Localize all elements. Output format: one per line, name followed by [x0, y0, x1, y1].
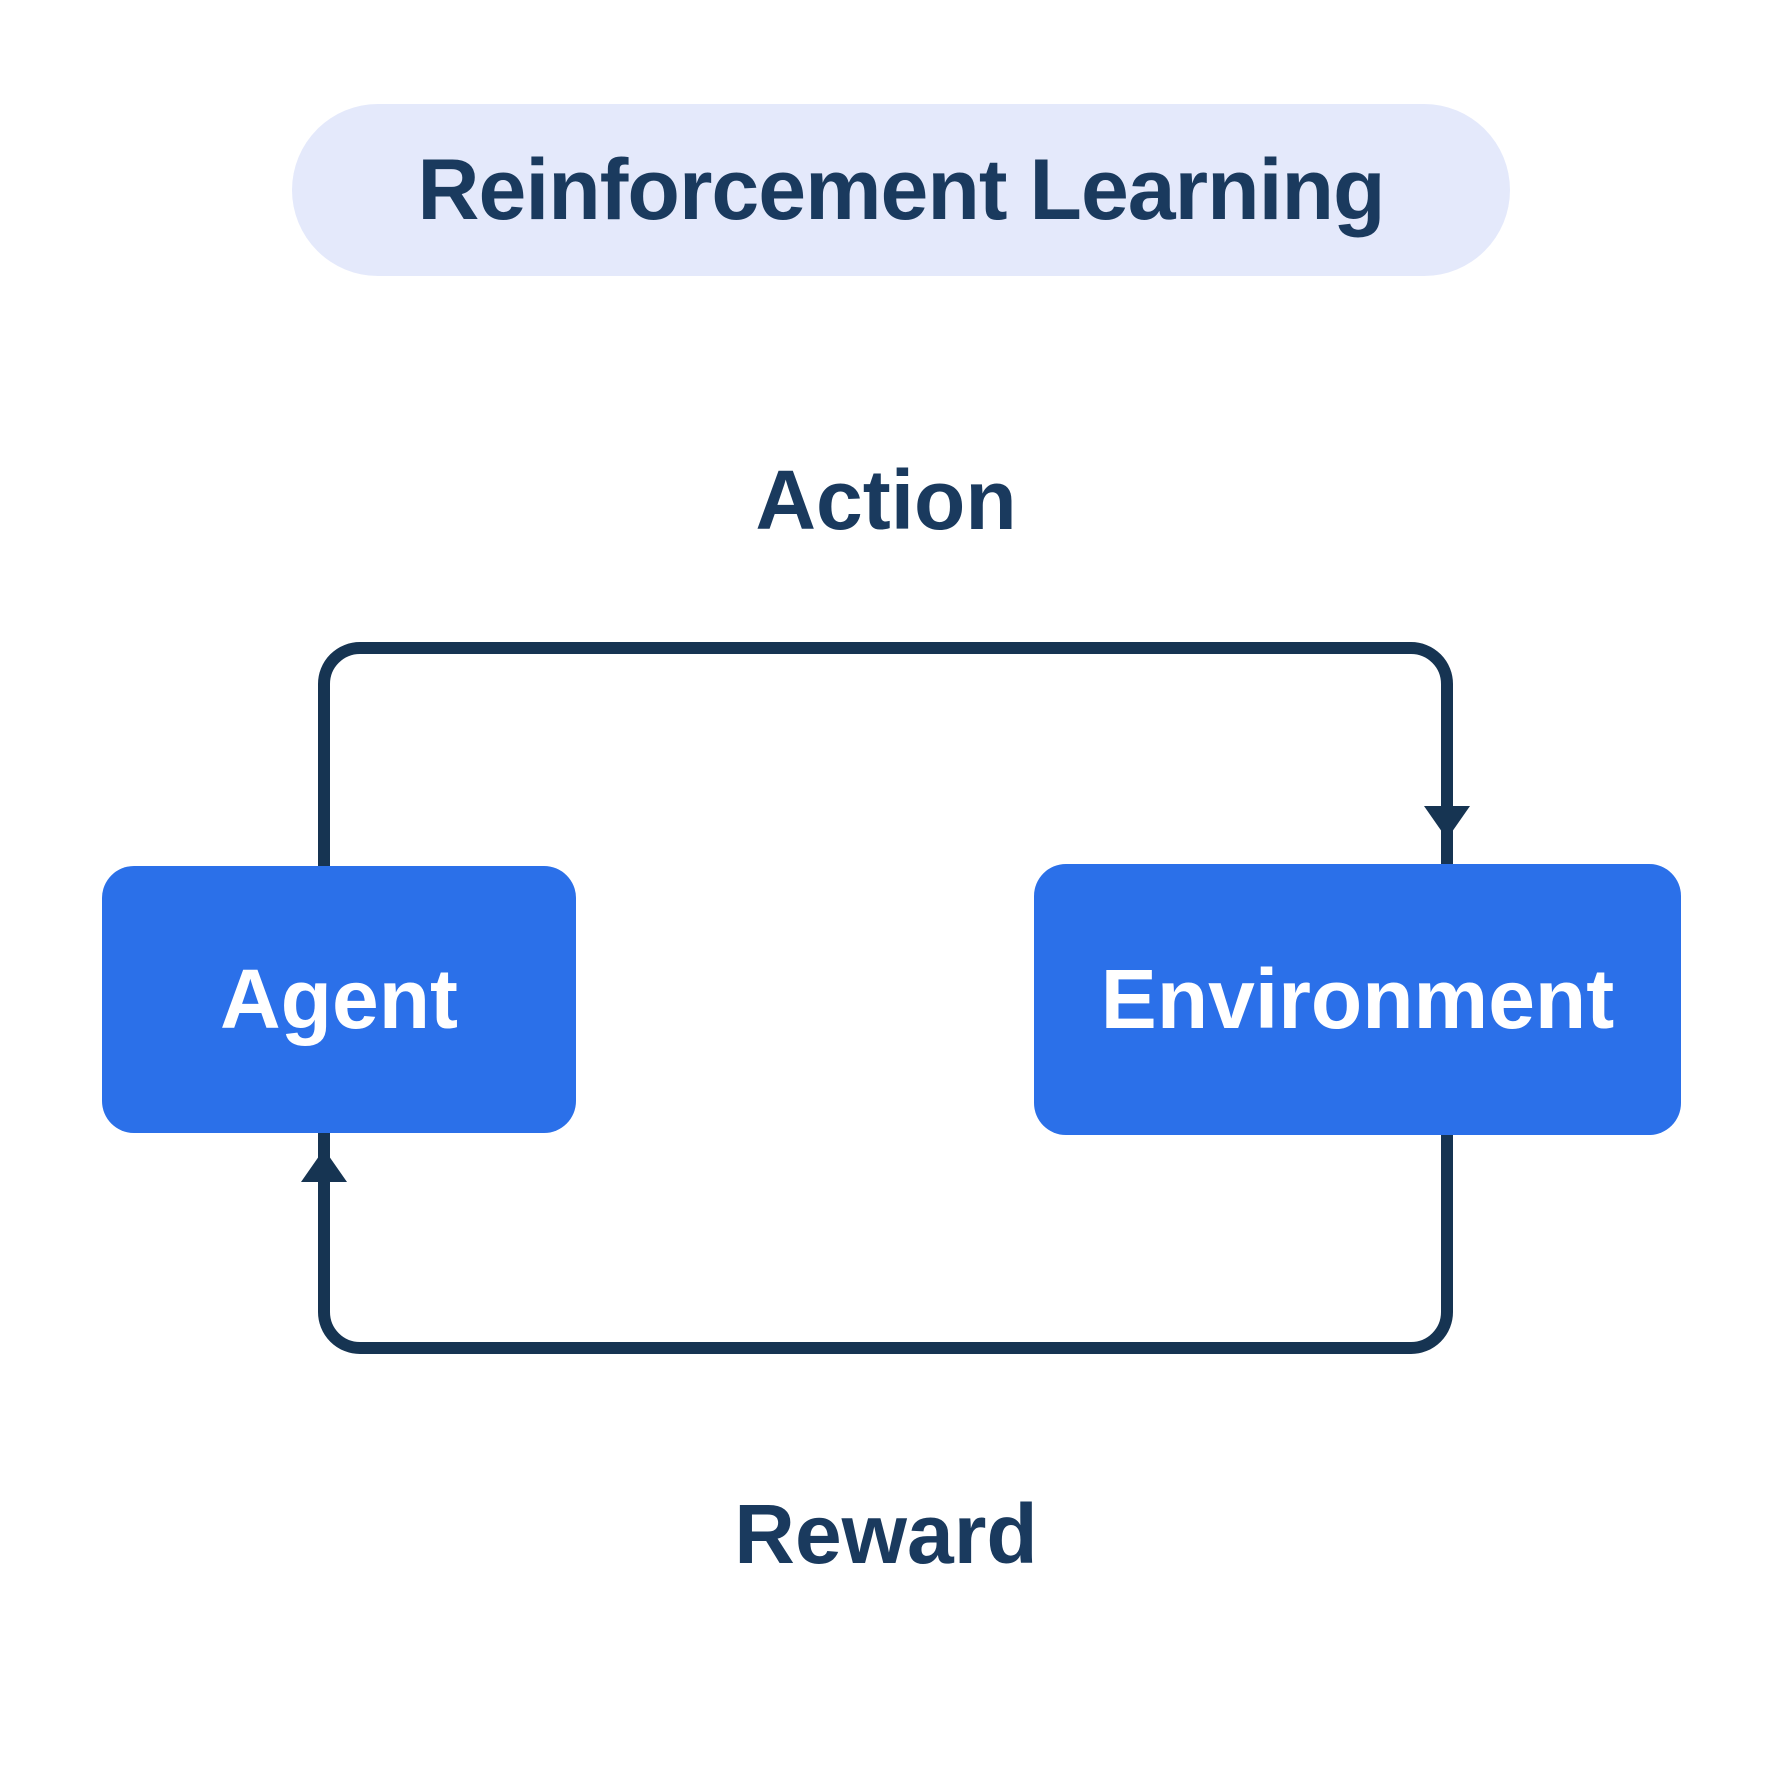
action-arrowhead-icon	[1424, 806, 1470, 839]
title-pill: Reinforcement Learning	[292, 104, 1510, 276]
edge-label-action: Action	[755, 453, 1017, 547]
diagram-title: Reinforcement Learning	[417, 141, 1385, 238]
reward-arrowhead-icon	[301, 1149, 347, 1182]
node-agent: Agent	[102, 866, 576, 1133]
node-environment: Environment	[1034, 864, 1681, 1135]
node-agent-label: Agent	[220, 952, 458, 1046]
node-environment-label: Environment	[1100, 952, 1615, 1046]
edge-label-reward: Reward	[734, 1487, 1038, 1581]
